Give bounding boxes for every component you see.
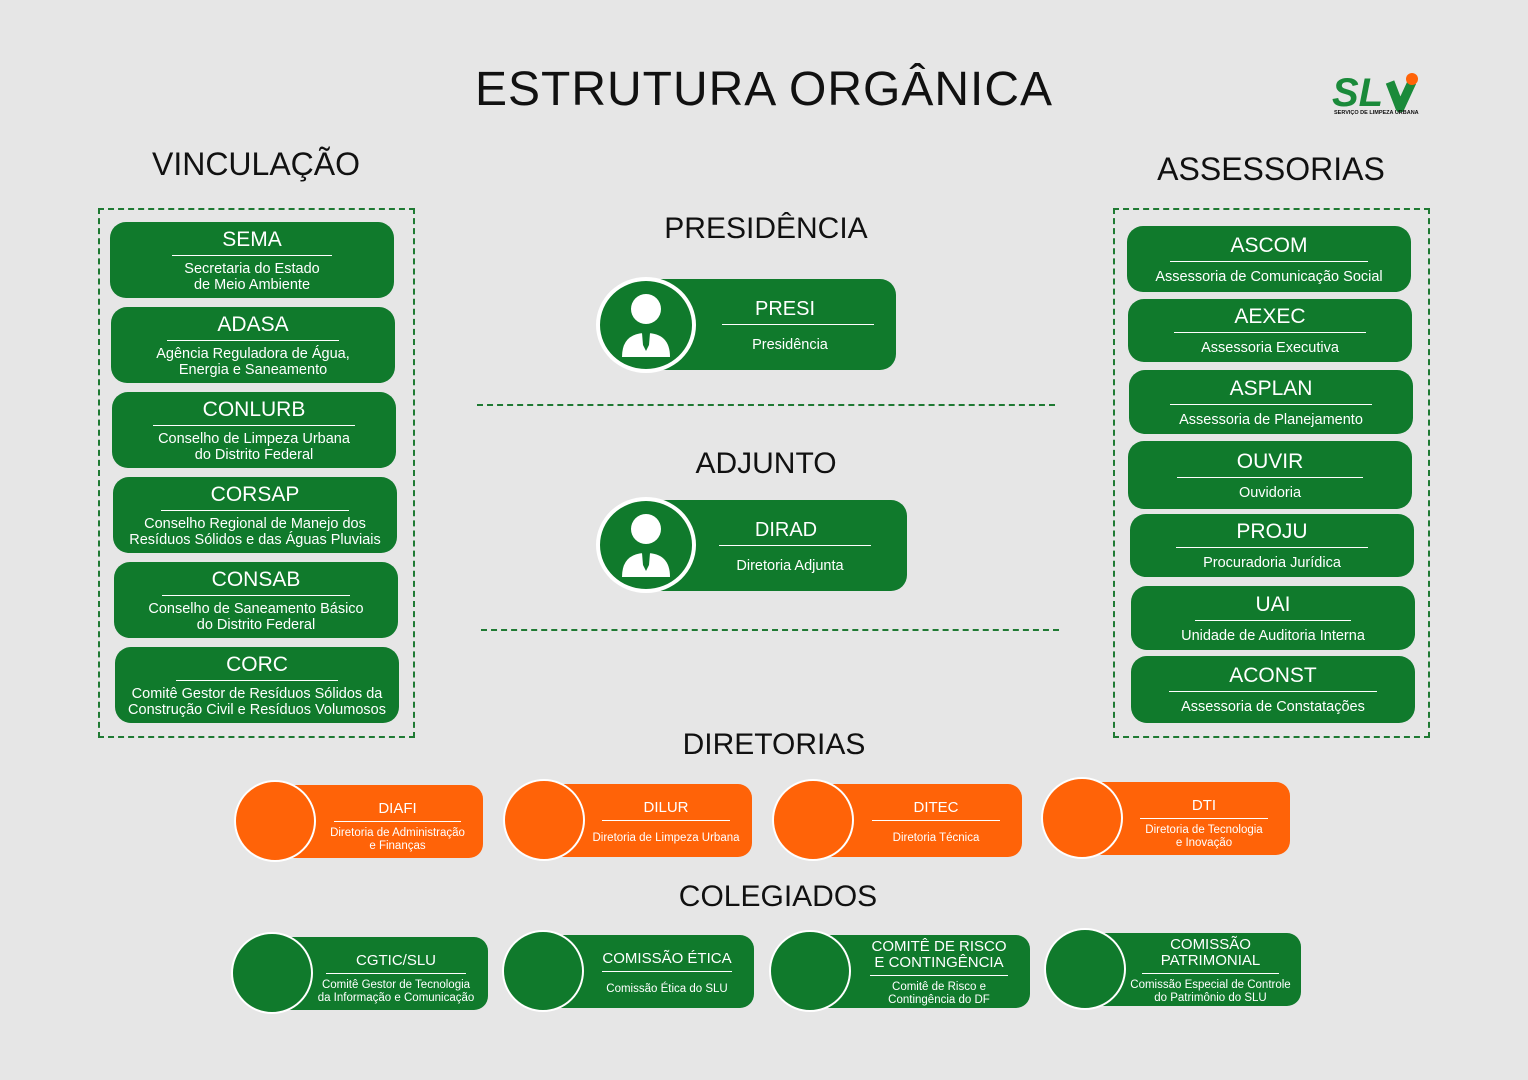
assessoria-item-desc: Assessoria de Comunicação Social xyxy=(1155,268,1383,285)
person-icon xyxy=(622,514,670,577)
vinculacao-item-2: CONLURB Conselho de Limpeza Urbana do Dis… xyxy=(112,392,396,468)
diretorias-item-name: DITEC xyxy=(913,799,959,816)
vinculacao-item-name: ADASA xyxy=(167,313,339,341)
presi-name: PRESI xyxy=(754,298,816,320)
assessoria-item-desc: Ouvidoria xyxy=(1238,484,1302,501)
assessoria-item-name: PROJU xyxy=(1176,520,1368,548)
assessoria-item-0: ASCOM Assessoria de Comunicação Social xyxy=(1127,226,1411,292)
diretorias-item-circle xyxy=(1041,777,1123,859)
diretorias-item-name: DILUR xyxy=(643,799,689,816)
svg-text:SL: SL xyxy=(1332,71,1383,115)
assessoria-item-name: UAI xyxy=(1195,593,1351,621)
vinculacao-item-4: CONSAB Conselho de Saneamento Básico do D… xyxy=(114,562,398,638)
vinculacao-item-name: SEMA xyxy=(172,228,332,256)
assessoria-item-desc: Assessoria de Constatações xyxy=(1181,699,1365,715)
colegiados-item-desc: Comitê Gestor de Tecnologia da Informaçã… xyxy=(317,979,475,1004)
colegiados-item-name: CGTIC/SLU xyxy=(355,952,436,969)
vinculacao-heading: VINCULAÇÃO xyxy=(151,146,361,182)
vinculacao-box xyxy=(98,208,415,738)
diretorias-item-name: DTI xyxy=(1191,797,1217,814)
assessoria-item-desc: Unidade de Auditoria Interna xyxy=(1181,627,1365,644)
vinculacao-item-1: ADASA Agência Reguladora de Água, Energia… xyxy=(111,307,395,383)
slu-logo: SL SERVIÇO DE LIMPEZA URBANA xyxy=(1330,68,1426,120)
diretorias-item-desc: Diretoria de Administração e Finanças xyxy=(330,827,465,852)
vinculacao-item-name: CORSAP xyxy=(160,483,350,511)
assessoria-item-6: ACONST Assessoria de Constatações xyxy=(1131,656,1415,723)
vinculacao-item-desc: Agência Reguladora de Água, Energia e Sa… xyxy=(156,345,350,378)
dirad-rule xyxy=(719,545,871,546)
assessoria-item-name: ACONST xyxy=(1169,664,1377,692)
dirad-avatar xyxy=(596,497,696,593)
vinculacao-item-3: CORSAP Conselho Regional de Manejo dos Re… xyxy=(113,477,397,553)
presidencia-heading: PRESIDÊNCIA xyxy=(664,212,868,245)
vinculacao-item-name: CONLURB xyxy=(152,398,356,426)
assessoria-item-desc: Procuradoria Jurídica xyxy=(1203,555,1341,571)
diretorias-item-rule xyxy=(602,820,730,821)
diretorias-item-rule xyxy=(872,820,1000,821)
vinculacao-item-name: CONSAB xyxy=(161,568,351,596)
diretorias-item-circle xyxy=(772,779,854,861)
divider-adjunto-diretorias xyxy=(481,629,1059,631)
colegiados-item-rule xyxy=(326,973,466,974)
colegiados-item-rule xyxy=(1142,973,1279,974)
colegiados-item-desc: Comissão Ética do SLU xyxy=(606,983,728,995)
colegiados-item-circle xyxy=(1044,928,1126,1010)
assessorias-heading: ASSESSORIAS xyxy=(1157,151,1385,187)
diretorias-item-desc: Diretoria de Tecnologia e Inovação xyxy=(1145,824,1263,849)
colegiados-item-name: COMITÊ DE RISCO E CONTINGÊNCIA xyxy=(871,938,1007,971)
divider-presi-adjunto xyxy=(477,404,1055,406)
assessorias-box xyxy=(1113,208,1430,738)
colegiados-item-rule xyxy=(602,971,732,972)
diretorias-item-circle xyxy=(234,780,316,862)
diretorias-heading: DIRETORIAS xyxy=(682,728,866,761)
adjunto-heading: ADJUNTO xyxy=(695,447,837,480)
assessoria-item-name: ASPLAN xyxy=(1169,377,1373,405)
assessoria-item-name: OUVIR xyxy=(1176,450,1364,478)
page-title: ESTRUTURA ORGÂNICA xyxy=(474,63,1054,116)
assessoria-item-name: AEXEC xyxy=(1174,305,1366,333)
vinculacao-item-desc: Conselho Regional de Manejo dos Resíduos… xyxy=(129,515,381,548)
vinculacao-item-desc: Conselho de Limpeza Urbana do Distrito F… xyxy=(158,430,350,463)
assessoria-item-1: AEXEC Assessoria Executiva xyxy=(1128,299,1412,362)
dirad-name: DIRAD xyxy=(754,519,818,541)
colegiados-item-circle xyxy=(502,930,584,1012)
colegiados-item-circle xyxy=(231,932,313,1014)
colegiados-item-name: COMISSÃO PATRIMONIAL xyxy=(1160,936,1261,969)
assessoria-item-4: PROJU Procuradoria Jurídica xyxy=(1130,514,1414,577)
colegiados-heading: COLEGIADOS xyxy=(678,880,878,913)
presi-avatar xyxy=(596,277,696,373)
assessoria-item-3: OUVIR Ouvidoria xyxy=(1128,441,1412,509)
diretorias-item-desc: Diretoria Técnica xyxy=(892,832,980,844)
colegiados-item-name: COMISSÃO ÉTICA xyxy=(602,950,732,967)
dirad-desc: Diretoria Adjunta xyxy=(736,558,844,574)
assessoria-item-desc: Assessoria de Planejamento xyxy=(1179,411,1363,428)
assessoria-item-name: ASCOM xyxy=(1170,234,1368,262)
presi-rule xyxy=(722,324,874,325)
diretorias-item-desc: Diretoria de Limpeza Urbana xyxy=(592,832,740,844)
colegiados-item-circle xyxy=(769,930,851,1012)
diretorias-item-name: DIAFI xyxy=(378,800,417,817)
vinculacao-item-desc: Comitê Gestor de Resíduos Sólidos da Con… xyxy=(128,685,386,718)
colegiados-item-desc: Comitê de Risco e Contingência do DF xyxy=(888,981,990,1006)
logo-subtitle: SERVIÇO DE LIMPEZA URBANA xyxy=(1334,110,1419,116)
person-icon xyxy=(622,294,670,357)
vinculacao-item-desc: Secretaria do Estado de Meio Ambiente xyxy=(184,260,320,293)
vinculacao-item-5: CORC Comitê Gestor de Resíduos Sólidos da… xyxy=(115,647,399,723)
assessoria-item-2: ASPLAN Assessoria de Planejamento xyxy=(1129,370,1413,434)
vinculacao-item-desc: Conselho de Saneamento Básico do Distrit… xyxy=(148,600,364,633)
slu-logo-icon: SL xyxy=(1332,71,1418,115)
assessoria-item-5: UAI Unidade de Auditoria Interna xyxy=(1131,586,1415,650)
colegiados-item-desc: Comissão Especial de Controle do Patrimô… xyxy=(1130,979,1291,1004)
assessoria-item-desc: Assessoria Executiva xyxy=(1201,340,1339,356)
presi-desc: Presidência xyxy=(752,337,828,353)
vinculacao-item-0: SEMA Secretaria do Estado de Meio Ambient… xyxy=(110,222,394,298)
colegiados-item-rule xyxy=(870,975,1008,976)
vinculacao-item-name: CORC xyxy=(176,653,338,681)
diretorias-item-rule xyxy=(1140,818,1268,819)
diretorias-item-rule xyxy=(334,821,461,822)
diretorias-item-circle xyxy=(503,779,585,861)
